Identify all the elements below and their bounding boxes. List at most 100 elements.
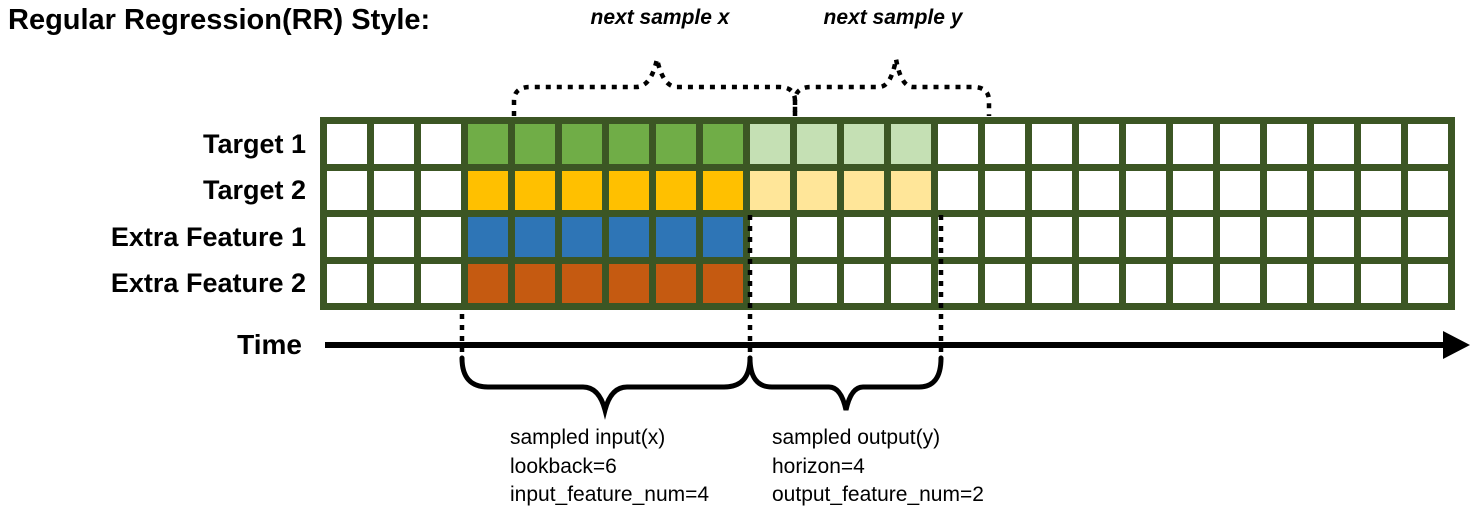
grid-cell	[374, 170, 414, 210]
grid-cell	[985, 124, 1025, 164]
grid-cell	[515, 217, 555, 257]
row-label-target-1: Target 1	[202, 129, 306, 159]
grid-cell	[562, 263, 602, 303]
grid-cell	[421, 124, 461, 164]
grid-cell	[327, 170, 367, 210]
grid-cell	[797, 124, 837, 164]
next-sample-x-brace	[511, 58, 798, 116]
lookback-value: lookback=6	[510, 454, 617, 478]
sampled-output-brace	[747, 355, 944, 411]
grid-cell	[1173, 263, 1213, 303]
grid-cell	[938, 124, 978, 164]
grid-cell	[1314, 217, 1354, 257]
row-label-extra-feature-2: Extra Feature 2	[110, 268, 306, 298]
grid-cell	[985, 170, 1025, 210]
grid-cell	[656, 217, 696, 257]
grid-cell	[609, 217, 649, 257]
time-arrowhead-icon	[1443, 331, 1470, 359]
grid-cell	[844, 217, 884, 257]
grid-cell	[562, 124, 602, 164]
grid-cell	[609, 263, 649, 303]
grid-cell	[1408, 263, 1448, 303]
grid-cell	[938, 263, 978, 303]
grid-cell	[1361, 124, 1401, 164]
grid-cell	[844, 124, 884, 164]
grid-cell	[656, 124, 696, 164]
grid-cell	[1126, 217, 1166, 257]
grid-cell	[891, 263, 931, 303]
grid-cell	[797, 170, 837, 210]
grid-cell	[1032, 124, 1072, 164]
grid-cell	[1173, 124, 1213, 164]
next-sample-y-label: next sample y	[823, 6, 963, 29]
grid-cell	[750, 124, 790, 164]
grid-cell	[938, 217, 978, 257]
grid-cell	[421, 263, 461, 303]
grid-cell	[1361, 217, 1401, 257]
grid-cell	[1314, 170, 1354, 210]
row-label-target-2: Target 2	[202, 175, 306, 205]
grid-cell	[1267, 217, 1307, 257]
grid-cell	[1126, 170, 1166, 210]
grid-cell	[1220, 170, 1260, 210]
grid-cell	[1126, 124, 1166, 164]
grid-cell	[374, 263, 414, 303]
output-feature-num-value: output_feature_num=2	[772, 483, 984, 506]
grid-cell	[468, 124, 508, 164]
grid-cell	[1267, 263, 1307, 303]
grid-cell	[797, 217, 837, 257]
grid-cell	[327, 263, 367, 303]
grid-cell	[985, 217, 1025, 257]
next-sample-y-brace	[792, 58, 992, 116]
grid-cell	[844, 263, 884, 303]
grid-cell	[515, 124, 555, 164]
grid-cell	[374, 217, 414, 257]
grid-cell	[609, 170, 649, 210]
grid-cell	[703, 217, 743, 257]
grid-cell	[703, 263, 743, 303]
grid-cell	[891, 170, 931, 210]
row-label-extra-feature-1: Extra Feature 1	[110, 222, 306, 252]
grid-cell	[515, 263, 555, 303]
grid-cell	[1032, 263, 1072, 303]
grid-cell	[1361, 170, 1401, 210]
sampled-output-title: sampled output(y)	[772, 426, 941, 449]
grid-cell	[1408, 170, 1448, 210]
grid-cell	[1314, 124, 1354, 164]
grid-cell	[468, 170, 508, 210]
grid-cell	[750, 263, 790, 303]
grid-cell	[1173, 170, 1213, 210]
grid-cell	[750, 217, 790, 257]
grid-cell	[656, 170, 696, 210]
grid-cell	[1079, 217, 1119, 257]
grid-cell	[1408, 217, 1448, 257]
grid-cell	[421, 217, 461, 257]
grid-cell	[844, 170, 884, 210]
grid-cell	[327, 217, 367, 257]
time-axis-label: Time	[237, 329, 302, 360]
sampled-input-brace	[459, 355, 753, 420]
grid-cell	[1126, 263, 1166, 303]
grid-cell	[1079, 170, 1119, 210]
grid-cell	[1267, 124, 1307, 164]
grid-cell	[1032, 170, 1072, 210]
horizon-value: horizon=4	[772, 454, 865, 478]
sampled-input-annotation: sampled input(x) lookback=6 input_featur…	[510, 424, 709, 510]
input-feature-num-value: input_feature_num=4	[510, 483, 710, 506]
grid-cell	[468, 263, 508, 303]
grid-cell	[1267, 170, 1307, 210]
grid-cell	[1173, 217, 1213, 257]
grid-cell	[421, 170, 461, 210]
grid-cell	[891, 124, 931, 164]
timeseries-grid	[320, 117, 1455, 310]
grid-cell	[562, 217, 602, 257]
grid-cell	[797, 263, 837, 303]
grid-cell	[891, 217, 931, 257]
grid-cell	[609, 124, 649, 164]
grid-cell	[562, 170, 602, 210]
next-sample-x-label: next sample x	[590, 6, 730, 29]
sampled-input-title: sampled input(x)	[510, 426, 666, 449]
sampled-output-annotation: sampled output(y) horizon=4 output_featu…	[772, 424, 984, 510]
grid-cell	[1314, 263, 1354, 303]
grid-cell	[1220, 263, 1260, 303]
